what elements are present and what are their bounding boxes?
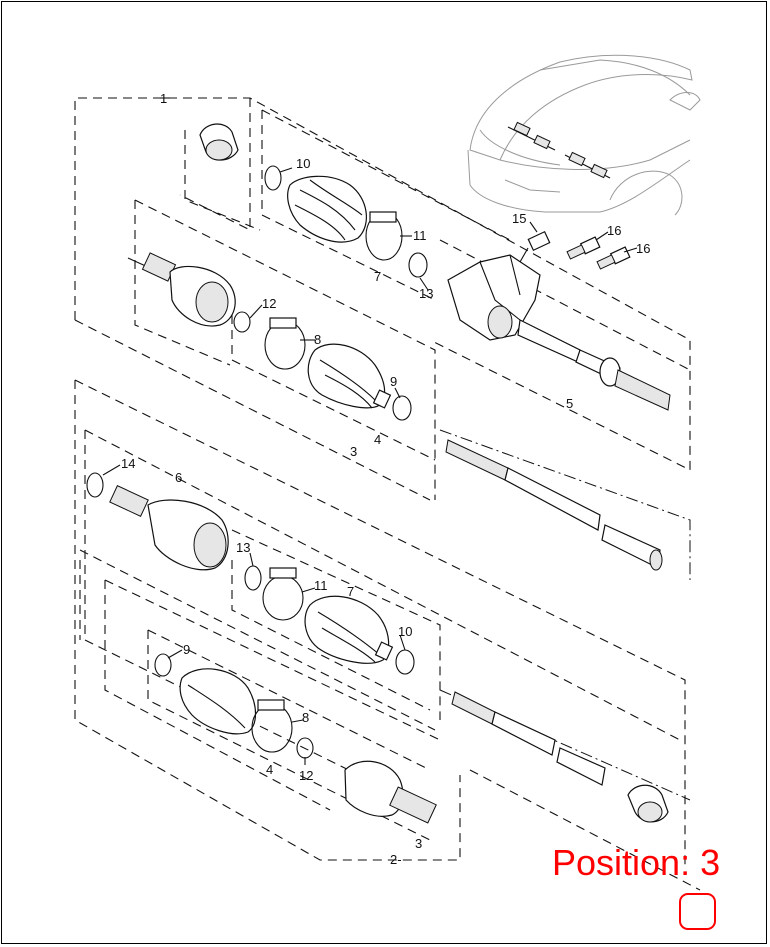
circlip-12-part <box>233 311 251 333</box>
callout-16-b: 16 <box>636 241 650 256</box>
callout-11-upper: 11 <box>413 228 427 243</box>
callout-8-upper: 8 <box>314 332 321 347</box>
callout-labels: 1 10 11 7 13 15 16 16 12 8 9 5 4 3 14 6 … <box>121 91 650 867</box>
boot-4-lower-part <box>179 668 257 735</box>
clamp-11-tab <box>369 211 397 223</box>
callout-11-lower: 11 <box>314 578 328 593</box>
callout-7-upper: 7 <box>374 269 381 284</box>
callout-3-lower: 3 <box>415 836 422 851</box>
intermediate-shaft-part <box>445 439 663 571</box>
clamp-8-lower-tab <box>257 699 285 711</box>
clamp-8-lower-part <box>251 703 293 753</box>
bolt-15-part <box>519 230 551 263</box>
callout-10-lower: 10 <box>398 624 412 639</box>
clip-10-part <box>264 165 282 191</box>
clip-10-lower-part <box>395 649 415 675</box>
callout-4-lower: 4 <box>266 762 273 777</box>
circlip-13-lower-part <box>244 565 262 591</box>
callout-13-upper: 13 <box>419 286 433 301</box>
clip-9-lower-part <box>154 653 172 677</box>
cv-joint-upper-part <box>127 252 236 327</box>
clamp-11-lower-tab <box>269 567 297 579</box>
bearing-bracket-part <box>447 254 671 411</box>
boot-4-part <box>307 343 392 409</box>
callout-8-lower: 8 <box>302 710 309 725</box>
outer-cv-joint-part <box>344 760 437 824</box>
callout-15: 15 <box>512 211 526 226</box>
callout-3-upper: 3 <box>350 444 357 459</box>
position-label: Position: 3 <box>552 842 721 883</box>
circlip-13-part <box>408 252 428 278</box>
clip-9-part <box>392 395 412 421</box>
callout-2: 2- <box>390 852 402 867</box>
callout-7-lower: 7 <box>347 584 354 599</box>
car-driveshaft-icon <box>507 121 611 179</box>
bolt-16a-part <box>566 236 601 260</box>
callout-6: 6 <box>175 470 182 485</box>
clamp-11-lower-part <box>262 575 304 621</box>
car-outline <box>467 54 701 216</box>
clamp-8-tab <box>269 317 297 329</box>
callout-16-a: 16 <box>607 223 621 238</box>
callout-10-upper: 10 <box>296 156 310 171</box>
cv-joint-6-part <box>109 484 229 571</box>
callout-12-upper: 12 <box>262 296 276 311</box>
callout-14: 14 <box>121 456 135 471</box>
callout-12-lower: 12 <box>299 768 313 783</box>
damper-weight-lower-part <box>627 784 669 823</box>
callout-5: 5 <box>566 396 573 411</box>
callout-4-upper: 4 <box>374 432 381 447</box>
position-marker-box <box>679 893 716 930</box>
damper-weight-part <box>199 123 239 161</box>
bolt-16b-part <box>596 246 631 270</box>
lower-shaft-part <box>451 691 606 786</box>
callout-9-lower: 9 <box>183 642 190 657</box>
boot-7-part <box>287 175 367 243</box>
boot-7-lower-part <box>304 595 394 664</box>
leader-lines <box>102 97 638 765</box>
callout-1: 1 <box>160 91 167 106</box>
upper-driveshaft-assembly <box>127 123 671 571</box>
callout-13-lower: 13 <box>236 540 250 555</box>
lower-driveshaft-assembly <box>86 472 669 824</box>
callout-9-upper: 9 <box>390 374 397 389</box>
circlip-14-part <box>86 472 104 498</box>
